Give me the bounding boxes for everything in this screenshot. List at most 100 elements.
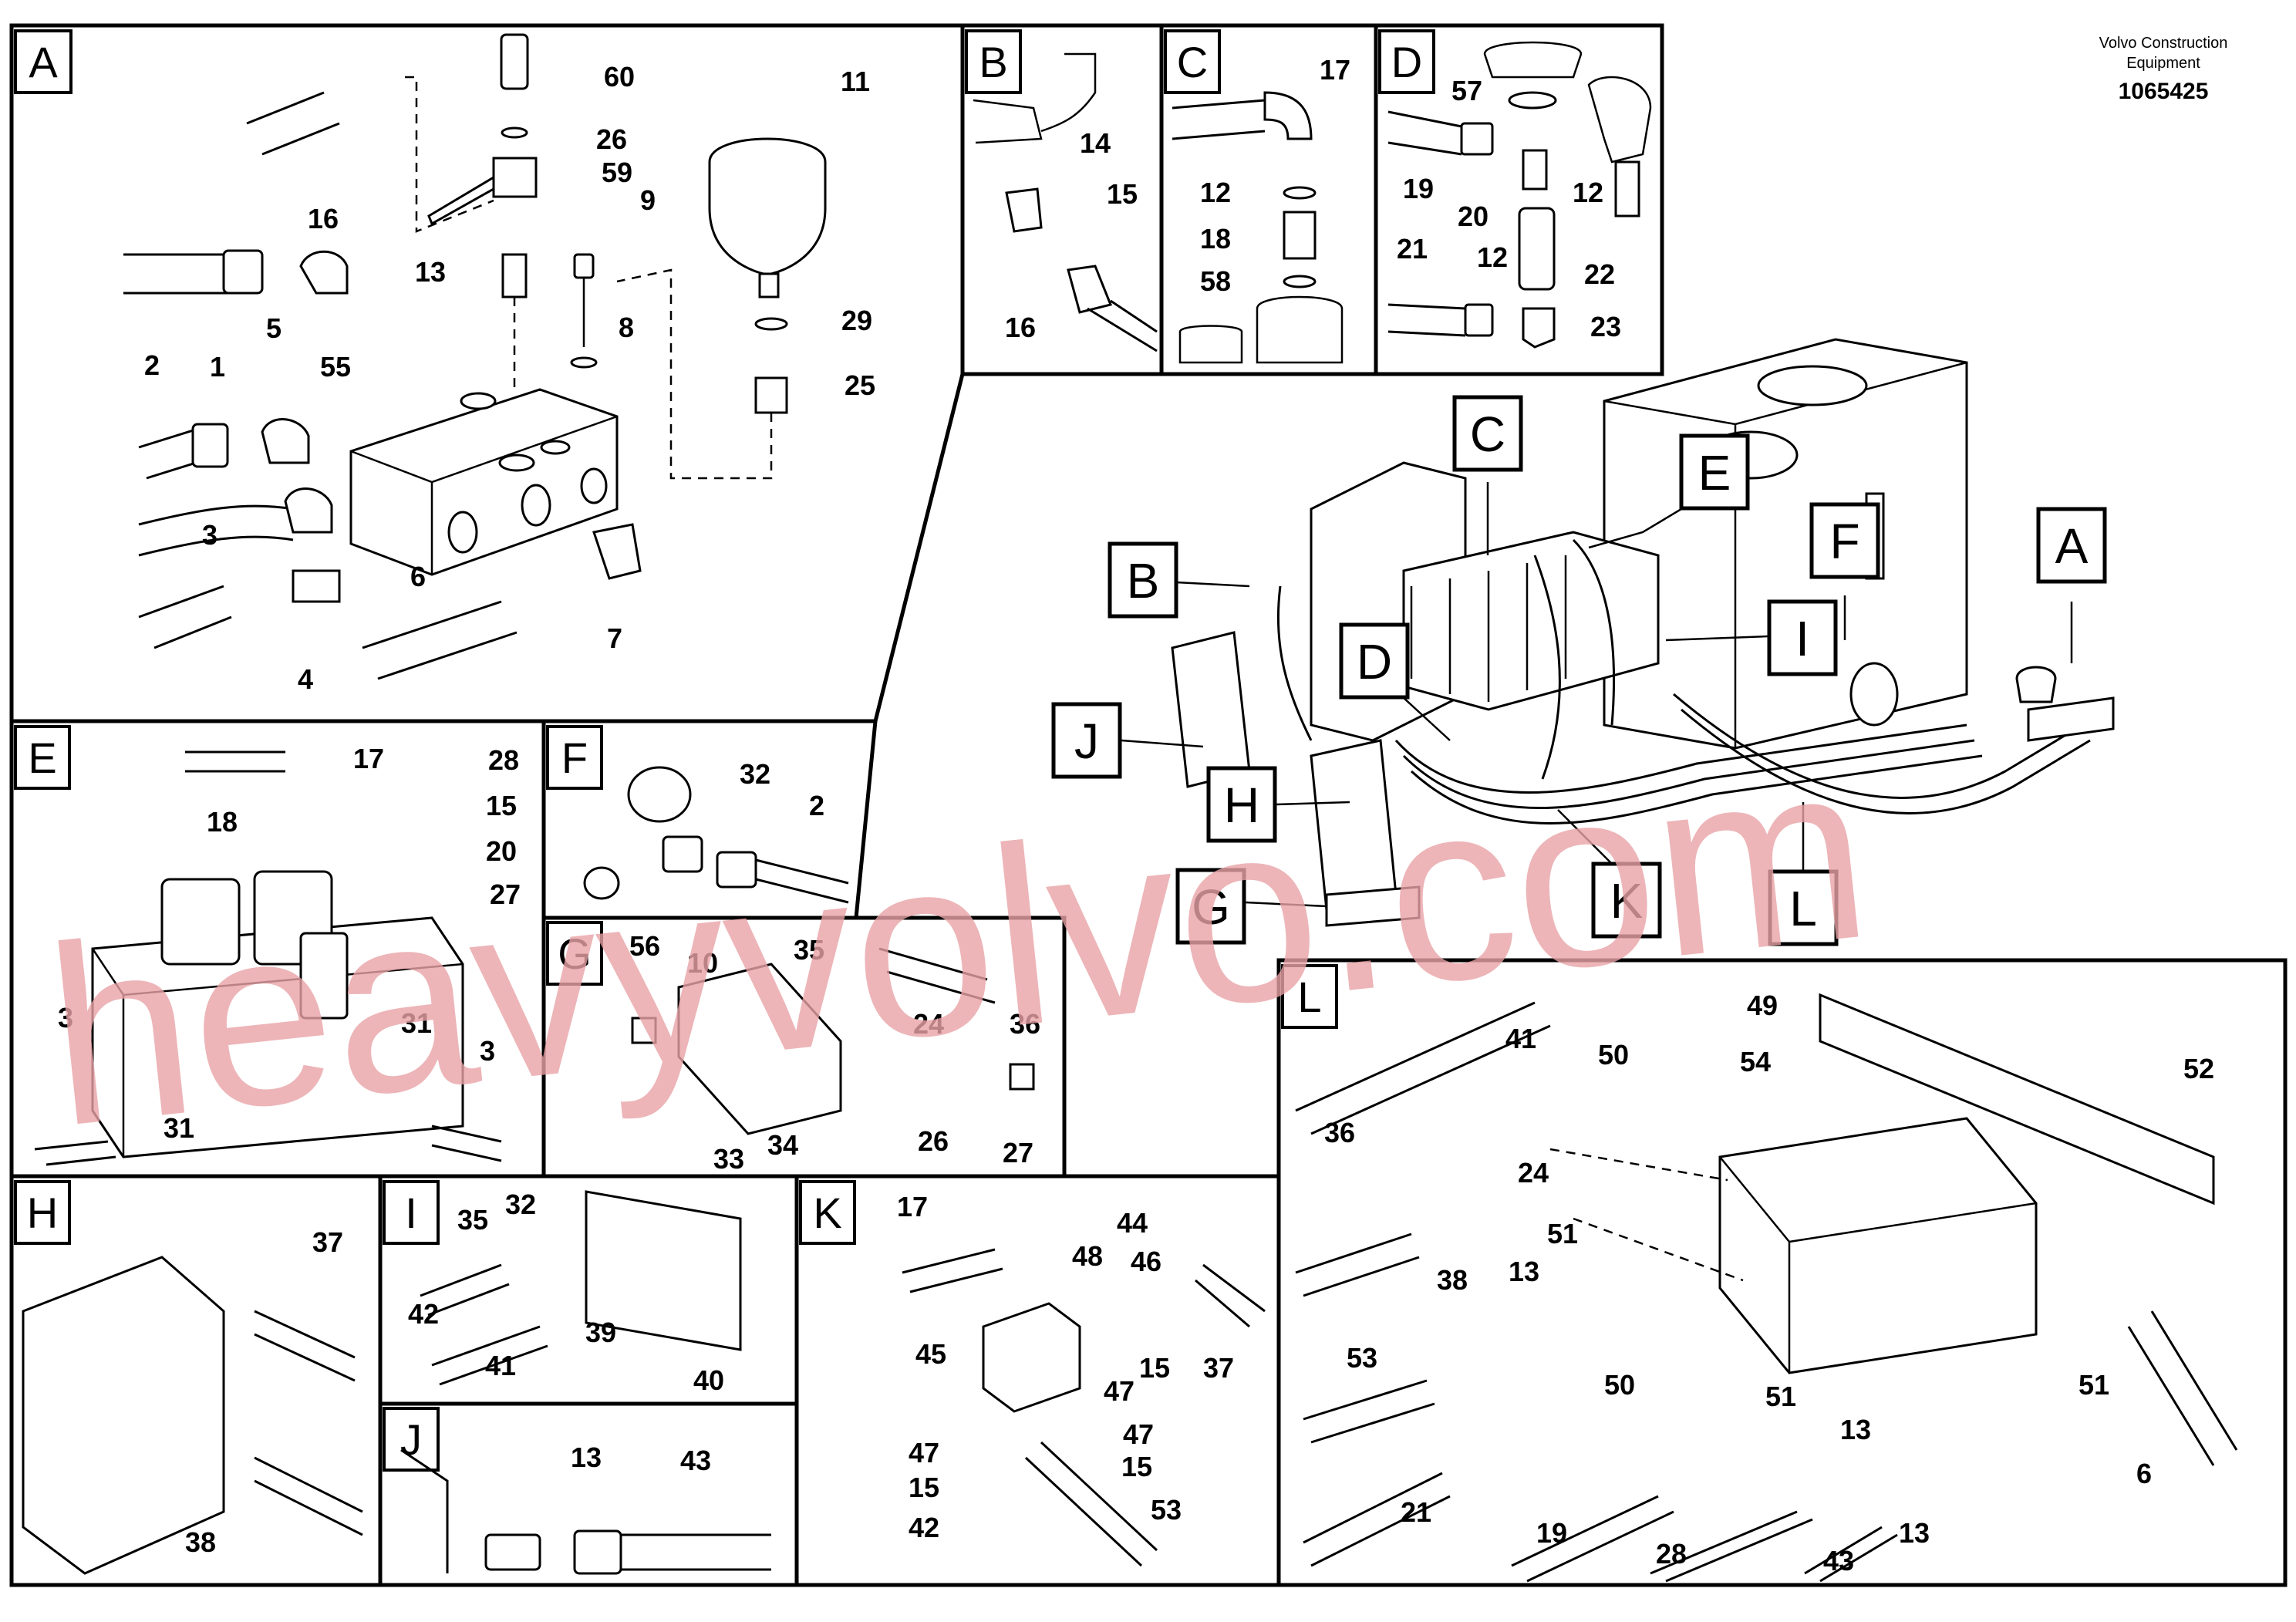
label: 26	[596, 123, 627, 155]
label: 18	[207, 806, 238, 838]
watermark-text: heavyvolvo.com	[36, 706, 1881, 1181]
callout-letter-d: D	[1357, 634, 1392, 690]
label: 59	[602, 157, 632, 188]
label: 13	[415, 256, 446, 288]
panel-a-drawing	[123, 33, 827, 680]
label: 15	[909, 1472, 939, 1503]
section-letter-b: B	[979, 38, 1007, 86]
callout-box-e	[1679, 433, 1750, 511]
callout-letter-b: B	[1127, 553, 1160, 609]
label: 51	[1765, 1381, 1796, 1412]
label: 20	[1458, 201, 1489, 232]
label: 15	[1107, 178, 1138, 210]
label: 21	[1401, 1496, 1431, 1528]
label: 20	[486, 835, 517, 867]
label: 38	[1437, 1264, 1468, 1296]
label: 13	[1840, 1414, 1871, 1445]
part-number-labels: 60 26 59 13 9 8 55 11 29 25 16 1 5 2 3 6…	[58, 54, 2214, 1576]
panel-efg-drawing	[34, 750, 1035, 1166]
label: 39	[585, 1317, 616, 1348]
label: 27	[490, 878, 521, 910]
label: 36	[1010, 1008, 1040, 1040]
label: 3	[202, 519, 217, 551]
label: 36	[1324, 1117, 1355, 1148]
label: 2	[144, 349, 160, 381]
callout-box-k	[1591, 862, 1662, 939]
label: 60	[604, 61, 635, 93]
label: 24	[1518, 1157, 1549, 1189]
callout-box-c	[1452, 395, 1523, 472]
label: 56	[629, 930, 660, 962]
label: 37	[1203, 1352, 1234, 1384]
label: 45	[915, 1338, 946, 1370]
label: 6	[410, 561, 426, 592]
label: 33	[713, 1143, 744, 1175]
section-box-d	[1378, 29, 1435, 94]
section-box-f	[546, 725, 603, 790]
label: 55	[320, 351, 351, 383]
label: 27	[1003, 1137, 1033, 1168]
label: 28	[488, 744, 519, 776]
label: 42	[408, 1298, 439, 1330]
label: 22	[1584, 258, 1615, 290]
callout-box-b	[1108, 541, 1178, 619]
section-letter-h: H	[27, 1189, 58, 1237]
callout-letter-i: I	[1795, 611, 1809, 666]
callout-box-i	[1767, 599, 1838, 676]
frame-panel-l	[1276, 958, 2288, 1587]
callout-letter-h: H	[1224, 777, 1259, 833]
section-letter-d: D	[1391, 38, 1422, 86]
label: 3	[480, 1035, 495, 1067]
brand-line-1: Volvo Construction	[2099, 35, 2228, 52]
callout-letter-f: F	[1829, 514, 1859, 569]
label: 31	[401, 1007, 432, 1039]
frame-panel-a	[9, 23, 965, 723]
machine-overview	[1171, 338, 2115, 927]
section-letters: A B C D E F G H I J K L	[14, 29, 1435, 1472]
label: 47	[909, 1437, 939, 1469]
label: 19	[1403, 173, 1434, 204]
callout-box-d	[1339, 622, 1410, 700]
label: 5	[266, 312, 282, 344]
label: 53	[1347, 1342, 1377, 1374]
callout-box-g	[1175, 868, 1246, 945]
label: 38	[185, 1526, 216, 1558]
machine-callouts: A B C D E F G H I J K L	[1051, 395, 2107, 946]
callout-letter-k: K	[1610, 873, 1644, 929]
callout-letter-e: E	[1698, 445, 1731, 501]
label: 7	[607, 622, 622, 654]
header: Volvo Construction Equipment 1065425	[2099, 35, 2228, 104]
label: 11	[841, 66, 870, 97]
panel-hijk-drawing	[22, 1190, 1266, 1575]
section-box-k	[799, 1180, 856, 1245]
label: 32	[740, 758, 770, 790]
label: 13	[571, 1442, 602, 1473]
label: 12	[1573, 177, 1603, 208]
section-box-e	[14, 725, 71, 790]
label: 18	[1200, 223, 1231, 255]
label: 6	[2136, 1458, 2152, 1489]
label: 54	[1740, 1046, 1771, 1077]
label: 17	[1320, 54, 1350, 86]
label: 17	[353, 743, 384, 774]
section-letter-c: C	[1177, 38, 1208, 86]
label: 44	[1117, 1207, 1148, 1239]
label: 15	[1121, 1451, 1152, 1482]
label: 35	[794, 934, 824, 966]
label: 3	[58, 1002, 73, 1034]
callout-letter-l: L	[1789, 881, 1817, 936]
label: 49	[1747, 990, 1778, 1021]
panel-frames	[9, 23, 2288, 1587]
label: 29	[841, 305, 872, 336]
label: 1	[210, 351, 225, 383]
label: 9	[640, 184, 656, 216]
label: 13	[1899, 1517, 1930, 1549]
callout-box-h	[1206, 766, 1277, 843]
callout-box-a	[2036, 507, 2107, 584]
section-letter-g: G	[558, 929, 592, 978]
callout-box-f	[1809, 502, 1880, 579]
label: 37	[312, 1226, 343, 1258]
label: 14	[1080, 127, 1111, 159]
section-box-c	[1164, 29, 1221, 94]
document-number: 1065425	[2119, 79, 2209, 104]
